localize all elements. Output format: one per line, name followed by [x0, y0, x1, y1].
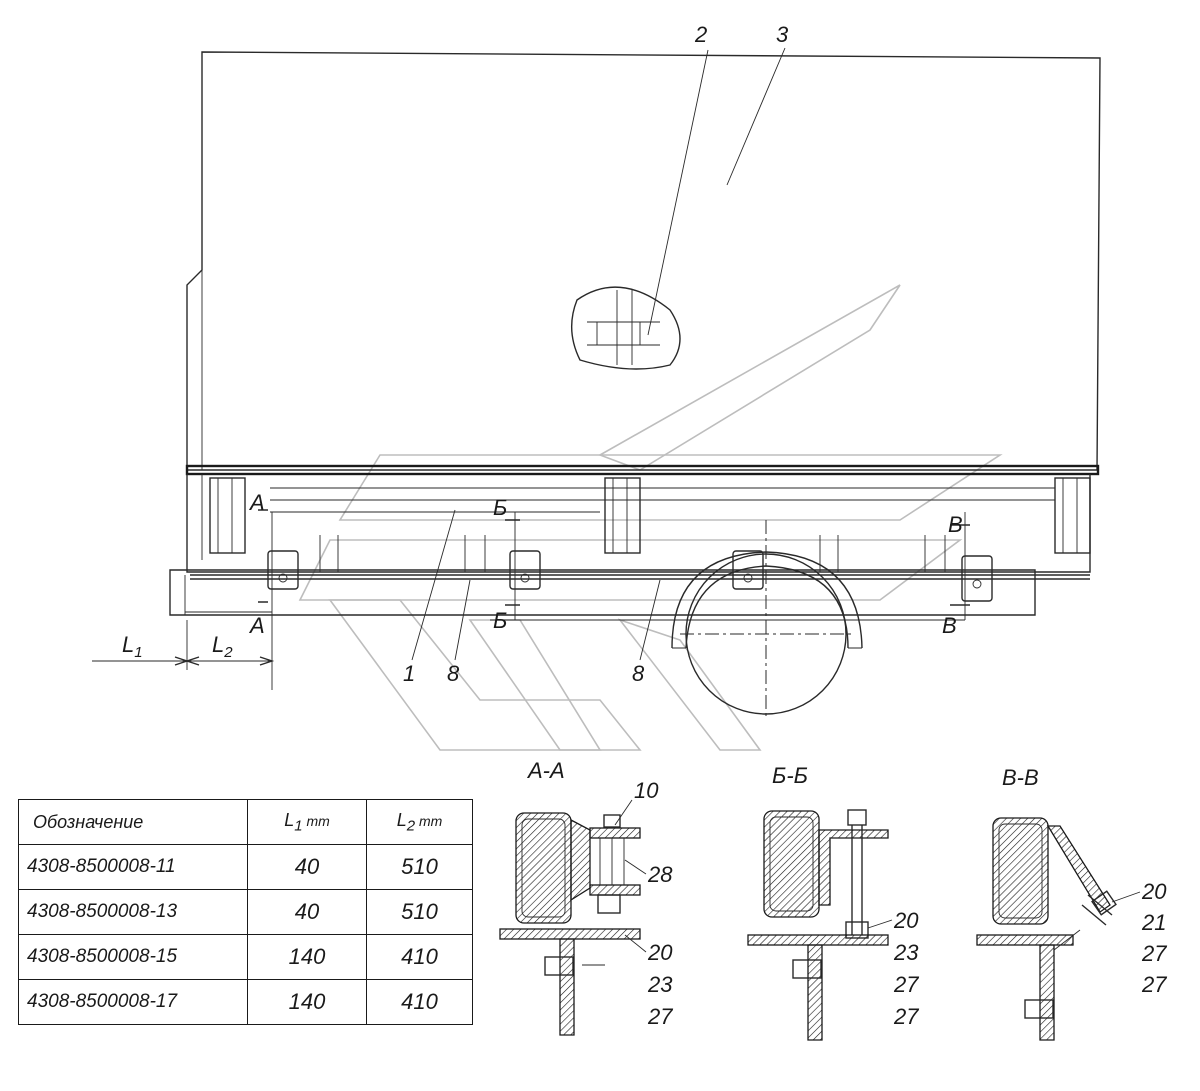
section-mark-a-top: А	[248, 490, 265, 515]
dimension-l1-l2	[92, 620, 275, 670]
callout-bb-27a: 27	[893, 972, 919, 997]
callout-1: 1	[403, 661, 415, 686]
section-vv-view	[976, 817, 1117, 1041]
tent-canopy	[186, 51, 1101, 471]
table-cell-l2: 510	[366, 889, 473, 935]
table-cell-l2: 510	[366, 844, 473, 890]
table-cell-designation: 4308-8500008-17	[18, 979, 248, 1025]
table-cell-l1: 40	[247, 844, 367, 890]
callout-bb-27b: 27	[893, 1004, 919, 1029]
table-row: 4308-8500008-17 140 410	[18, 979, 473, 1025]
callout-vv-20: 20	[1141, 879, 1167, 904]
table-cell-designation: 4308-8500008-15	[18, 934, 248, 980]
callout-bb-23: 23	[893, 940, 919, 965]
section-mark-a-bottom: А	[248, 613, 265, 638]
table-cell-designation: 4308-8500008-11	[18, 844, 248, 890]
table-cell-l2: 410	[366, 934, 473, 980]
callout-aa-20: 20	[647, 940, 673, 965]
callout-vv-27b: 27	[1141, 972, 1167, 997]
callout-aa-27: 27	[647, 1004, 673, 1029]
table-row: 4308-8500008-13 40 510	[18, 889, 473, 935]
platform-side	[169, 464, 1100, 616]
callout-3: 3	[776, 22, 789, 47]
section-mark-b-top: Б	[493, 495, 507, 520]
table-header-row: Обозначение L1 mm L2 mm	[18, 799, 473, 845]
table-cell-l1: 140	[247, 934, 367, 980]
callout-8-right: 8	[632, 661, 645, 686]
callout-8-left: 8	[447, 661, 460, 686]
section-mark-v-top: В	[948, 512, 963, 537]
section-mark-b-bottom: Б	[493, 608, 507, 633]
callout-10: 10	[634, 778, 659, 803]
watermark-logo	[298, 284, 1003, 751]
table-row: 4308-8500008-11 40 510	[18, 844, 473, 890]
callout-28: 28	[647, 862, 673, 887]
section-mark-v-bottom: В	[942, 613, 957, 638]
dimension-l2-label: L2	[212, 632, 233, 661]
callout-bb-20: 20	[893, 908, 919, 933]
section-aa-view	[499, 812, 641, 1036]
leader-lines	[411, 47, 786, 661]
variant-table: Обозначение L1 mm L2 mm 4308-8500008-11 …	[18, 799, 473, 1025]
section-bb-view	[747, 809, 889, 1041]
table-cell-designation: 4308-8500008-13	[18, 889, 248, 935]
callout-vv-27a: 27	[1141, 941, 1167, 966]
latch-plates	[267, 550, 993, 602]
table-cell-l1: 40	[247, 889, 367, 935]
table-header-designation: Обозначение	[18, 799, 248, 845]
table-row: 4308-8500008-15 140 410	[18, 934, 473, 980]
section-title-bb: Б-Б	[772, 763, 808, 788]
section-title-vv: В-В	[1002, 765, 1039, 790]
section-title-aa: А-А	[526, 758, 565, 783]
dimension-l1-label: L1	[122, 632, 143, 661]
callout-2: 2	[694, 22, 707, 47]
callout-vv-21: 21	[1141, 910, 1166, 935]
table-header-l1: L1 mm	[247, 799, 367, 845]
wheel-fender	[671, 520, 863, 720]
table-header-l2: L2 mm	[366, 799, 473, 845]
callout-aa-23: 23	[647, 972, 673, 997]
table-cell-l1: 140	[247, 979, 367, 1025]
hinge-bracket	[209, 477, 1091, 554]
table-cell-l2: 410	[366, 979, 473, 1025]
